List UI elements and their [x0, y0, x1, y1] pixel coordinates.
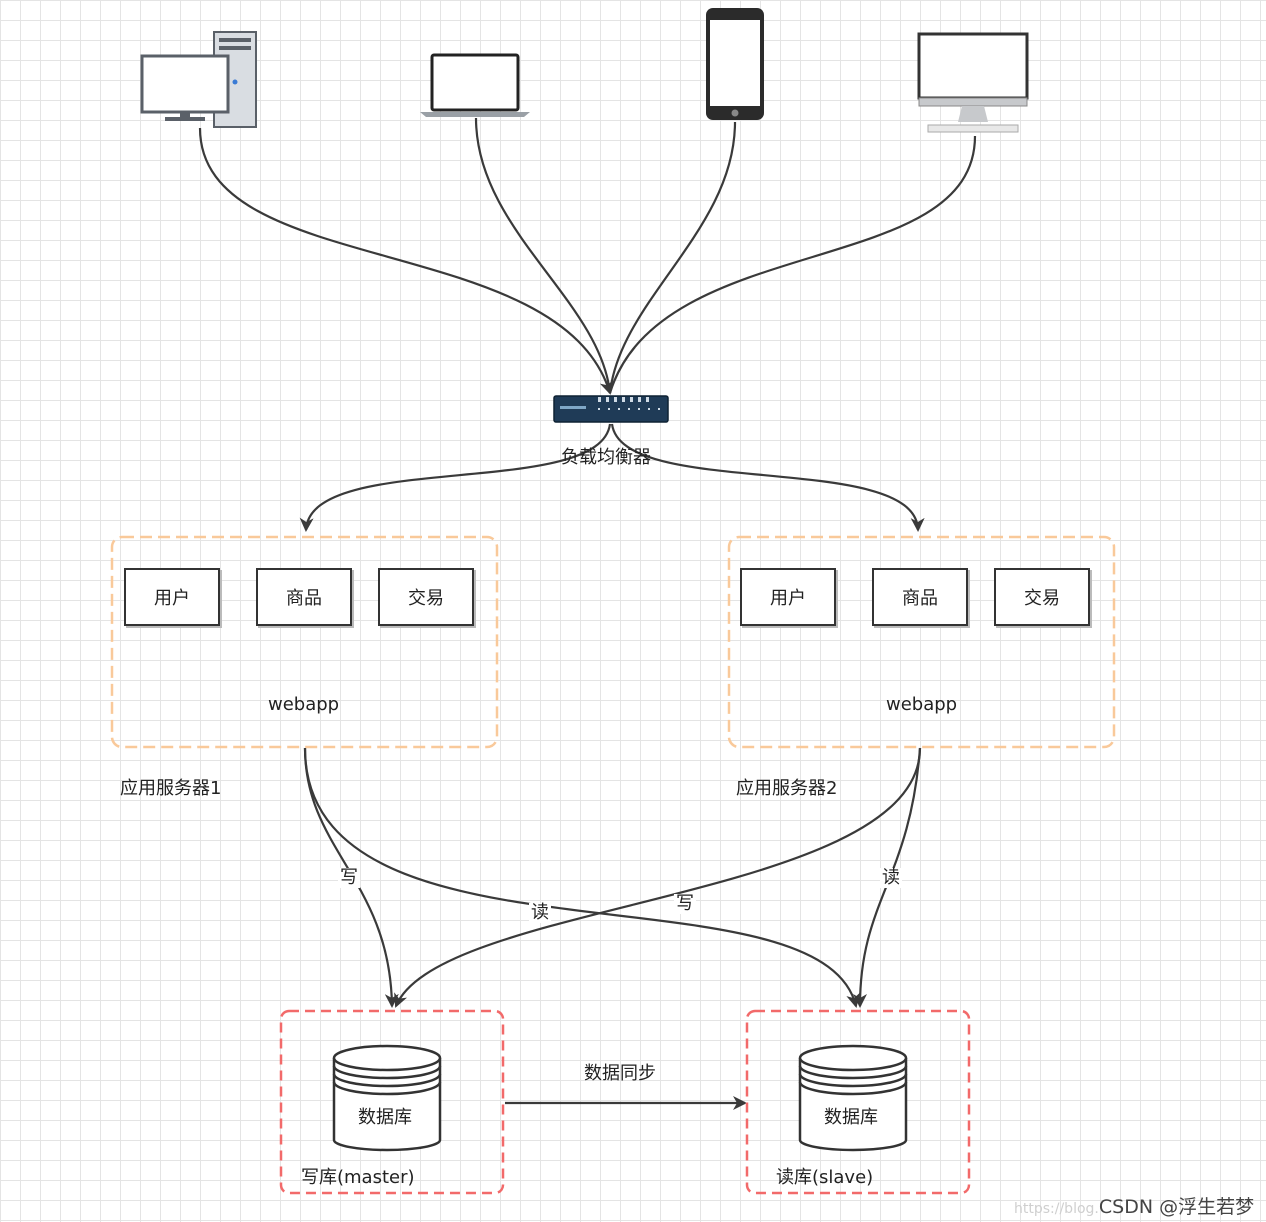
- imac-icon: [917, 32, 1029, 133]
- watermark-text: CSDN @浮生若梦: [1098, 1196, 1255, 1218]
- slave-db-caption: 读库(slave): [776, 1167, 874, 1188]
- app-server-2-container: [727, 535, 1116, 749]
- webapp-label: webapp: [886, 694, 958, 715]
- app-server-2-caption: 应用服务器2: [736, 778, 838, 799]
- laptop-icon: [420, 53, 530, 117]
- load-balancer-icon: [553, 395, 669, 423]
- app-server-1-container: [110, 535, 499, 749]
- balancer-connections: [299, 423, 925, 532]
- module-trade-box: 交易: [994, 568, 1090, 626]
- edge-label-write: 写: [338, 867, 360, 888]
- desktop-tower-icon: [140, 31, 257, 128]
- module-user-box: 用户: [124, 568, 220, 626]
- module-product-box: 商品: [256, 568, 352, 626]
- app-server-1-caption: 应用服务器1: [120, 778, 222, 799]
- edge-label-sync: 数据同步: [584, 1063, 656, 1084]
- db-icon-label: 数据库: [358, 1107, 412, 1128]
- watermark-url: https://blog.: [1014, 1201, 1099, 1217]
- webapp-label: webapp: [268, 694, 340, 715]
- database-cylinder-icon: [798, 1044, 908, 1152]
- edge-label-read: 读: [880, 867, 902, 888]
- database-cylinder-icon: [332, 1044, 442, 1152]
- edge-label-write: 写: [674, 893, 696, 914]
- db-icon-label: 数据库: [824, 1107, 878, 1128]
- master-db-caption: 写库(master): [301, 1167, 415, 1188]
- edge-label-read: 读: [529, 902, 551, 923]
- slave-db-container: [745, 1009, 971, 1195]
- smartphone-icon: [706, 8, 764, 120]
- master-db-container: [279, 1009, 505, 1195]
- module-product-box: 商品: [872, 568, 968, 626]
- load-balancer-label: 负载均衡器: [561, 447, 651, 468]
- watermark: https://blog.CSDN @浮生若梦: [1014, 1192, 1254, 1219]
- module-trade-box: 交易: [378, 568, 474, 626]
- client-connections: [198, 117, 977, 395]
- module-user-box: 用户: [740, 568, 836, 626]
